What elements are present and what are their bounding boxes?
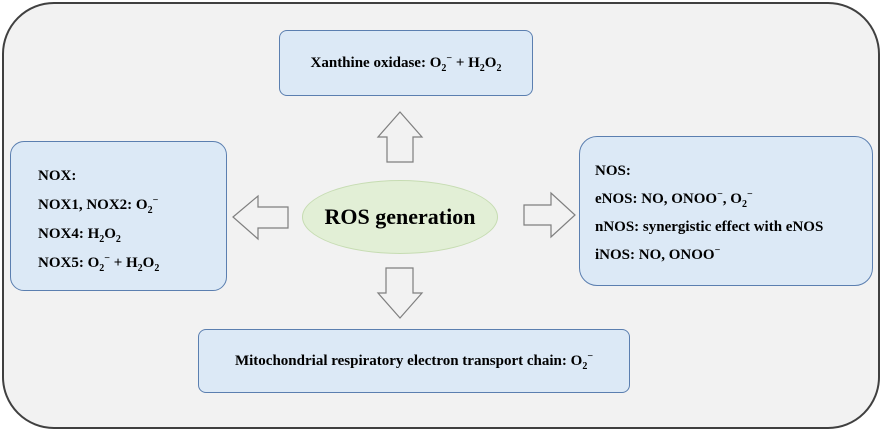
nos-line-3: iNOS: NO, ONOO− <box>595 245 721 264</box>
ros-generation-label: ROS generation <box>324 204 476 229</box>
nos-line-2: nNOS: synergistic effect with eNOS <box>595 219 824 235</box>
mitochondrial-box: Mitochondrial respiratory electron trans… <box>198 329 630 393</box>
arrow-right <box>523 191 576 239</box>
arrow-down <box>376 267 424 319</box>
nox-title: NOX: <box>38 168 77 184</box>
nox-line-2: NOX4: H2O2 <box>38 226 121 245</box>
nox-line-1: NOX1, NOX2: O2− <box>38 195 159 216</box>
mitochondrial-text: Mitochondrial respiratory electron trans… <box>234 350 594 372</box>
nos-title: NOS: <box>595 163 631 179</box>
arrow-left <box>232 194 289 241</box>
nox-line-3: NOX5: O2− + H2O2 <box>38 253 160 274</box>
nox-box: NOX: NOX1, NOX2: O2− NOX4: H2O2 NOX5: O2… <box>10 141 227 291</box>
ros-generation-ellipse: ROS generation <box>302 180 498 254</box>
xanthine-text: Xanthine oxidase: O2− + H2O2 <box>310 52 502 74</box>
xanthine-box: Xanthine oxidase: O2− + H2O2 <box>279 30 533 96</box>
nos-box: NOS: eNOS: NO, ONOO−, O2− nNOS: synergis… <box>579 136 873 286</box>
nos-line-1: eNOS: NO, ONOO−, O2− <box>595 189 753 210</box>
arrow-up <box>376 111 424 163</box>
